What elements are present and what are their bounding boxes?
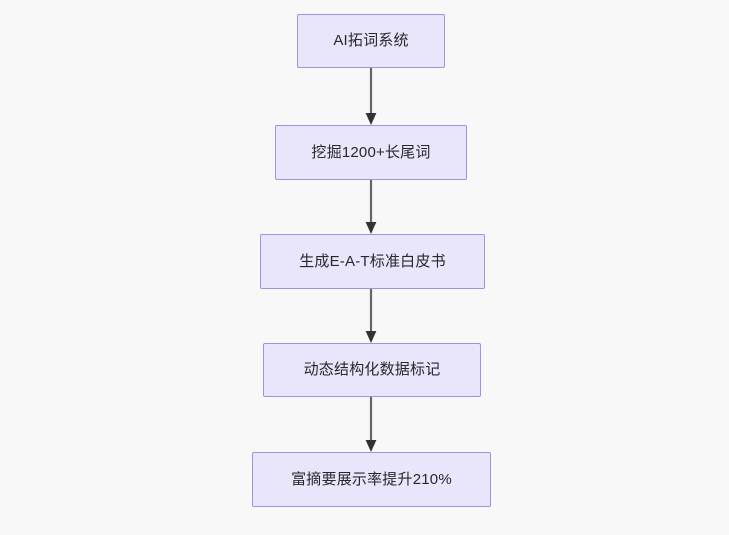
connector-markup-to-result	[363, 397, 379, 452]
connector-ai-to-mining	[363, 68, 379, 125]
connector-whitepaper-to-markup	[363, 289, 379, 343]
flow-node-label: 富摘要展示率提升210%	[291, 470, 452, 488]
flow-node-rich-snippet-uplift[interactable]: 富摘要展示率提升210%	[252, 452, 491, 507]
flow-node-label: AI拓词系统	[333, 32, 409, 49]
flow-node-generate-eat-whitepaper[interactable]: 生成E-A-T标准白皮书	[260, 234, 485, 289]
flow-node-mine-longtail-keywords[interactable]: 挖掘1200+长尾词	[275, 125, 467, 180]
flow-node-dynamic-structured-data-markup[interactable]: 动态结构化数据标记	[263, 343, 481, 397]
flow-node-label: 挖掘1200+长尾词	[311, 143, 431, 161]
connector-mining-to-whitepaper	[363, 180, 379, 234]
flow-node-label: 动态结构化数据标记	[303, 361, 441, 378]
flow-node-label: 生成E-A-T标准白皮书	[299, 252, 446, 270]
flow-node-ai-keyword-system[interactable]: AI拓词系统	[297, 14, 445, 68]
